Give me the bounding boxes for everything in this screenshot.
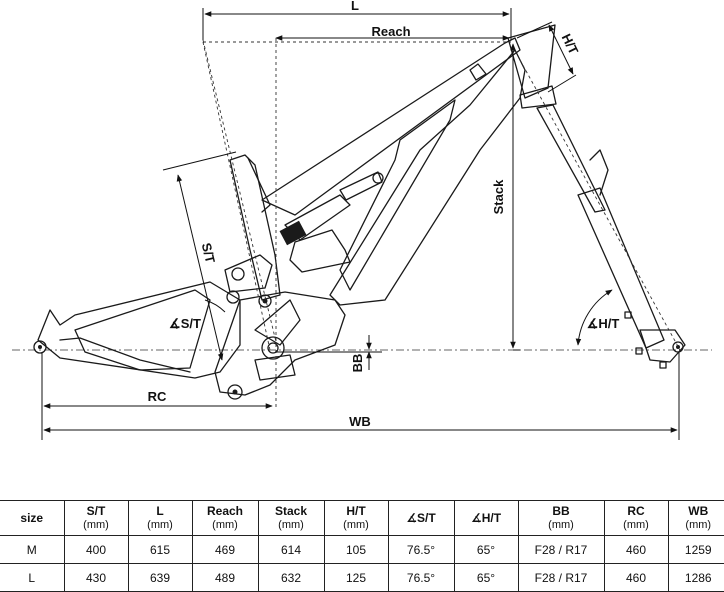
table-cell: 1286 — [668, 564, 724, 592]
bike-frame-drawing — [34, 25, 685, 399]
column-header: size — [0, 501, 64, 536]
label-st-angle: ∡S/T — [169, 316, 201, 331]
table-cell: 1259 — [668, 536, 724, 564]
dimension-lines — [42, 8, 680, 440]
table-cell: L — [0, 564, 64, 592]
column-header-label: RC — [627, 504, 644, 518]
column-header-label: S/T — [87, 504, 106, 518]
column-header-label: Reach — [207, 504, 243, 518]
table-cell: 615 — [128, 536, 192, 564]
column-header-label: L — [156, 504, 163, 518]
column-header: ∡S/T — [388, 501, 454, 536]
column-header-label: size — [20, 511, 43, 525]
table-cell: 76.5° — [388, 536, 454, 564]
table-cell: 65° — [454, 536, 518, 564]
column-header-unit: (mm) — [129, 518, 192, 532]
table-cell: 469 — [192, 536, 258, 564]
table-cell: 614 — [258, 536, 324, 564]
table-cell: 489 — [192, 564, 258, 592]
table-cell: 430 — [64, 564, 128, 592]
label-wb: WB — [349, 414, 371, 429]
table-cell: 460 — [604, 564, 668, 592]
frame-geometry-diagram: L Reach H/T Stack S/T ∡S/T ∡H/T BB RC WB — [0, 0, 724, 480]
table-cell: F28 / R17 — [518, 536, 604, 564]
label-stack: Stack — [491, 179, 506, 214]
column-header: L(mm) — [128, 501, 192, 536]
column-header: ∡H/T — [454, 501, 518, 536]
column-header-unit: (mm) — [519, 518, 604, 532]
table-cell: 105 — [324, 536, 388, 564]
label-bb: BB — [350, 354, 365, 373]
table-cell: 639 — [128, 564, 192, 592]
column-header-unit: (mm) — [259, 518, 324, 532]
column-header-unit: (mm) — [65, 518, 128, 532]
table-cell: 460 — [604, 536, 668, 564]
column-header: H/T(mm) — [324, 501, 388, 536]
table-cell: F28 / R17 — [518, 564, 604, 592]
table-cell: M — [0, 536, 64, 564]
column-header-unit: (mm) — [325, 518, 388, 532]
table-cell: 76.5° — [388, 564, 454, 592]
table-cell: 125 — [324, 564, 388, 592]
column-header: Reach(mm) — [192, 501, 258, 536]
column-header: S/T(mm) — [64, 501, 128, 536]
table-cell: 632 — [258, 564, 324, 592]
table-cell: 65° — [454, 564, 518, 592]
label-ht-angle: ∡H/T — [587, 316, 620, 331]
label-st: S/T — [199, 241, 218, 264]
label-ht: H/T — [559, 31, 582, 56]
column-header-label: H/T — [346, 504, 365, 518]
column-header-label: Stack — [275, 504, 307, 518]
column-header: WB(mm) — [668, 501, 724, 536]
table-cell: 400 — [64, 536, 128, 564]
column-header-label: WB — [688, 504, 708, 518]
column-header: RC(mm) — [604, 501, 668, 536]
label-l: L — [351, 0, 359, 13]
column-header-label: ∡S/T — [406, 511, 435, 525]
column-header-unit: (mm) — [669, 518, 724, 532]
label-rc: RC — [148, 389, 167, 404]
column-header-label: BB — [552, 504, 569, 518]
column-header-unit: (mm) — [605, 518, 668, 532]
column-header: BB(mm) — [518, 501, 604, 536]
column-header-label: ∡H/T — [471, 511, 501, 525]
label-reach: Reach — [371, 24, 410, 39]
column-header-unit: (mm) — [193, 518, 258, 532]
column-header: Stack(mm) — [258, 501, 324, 536]
